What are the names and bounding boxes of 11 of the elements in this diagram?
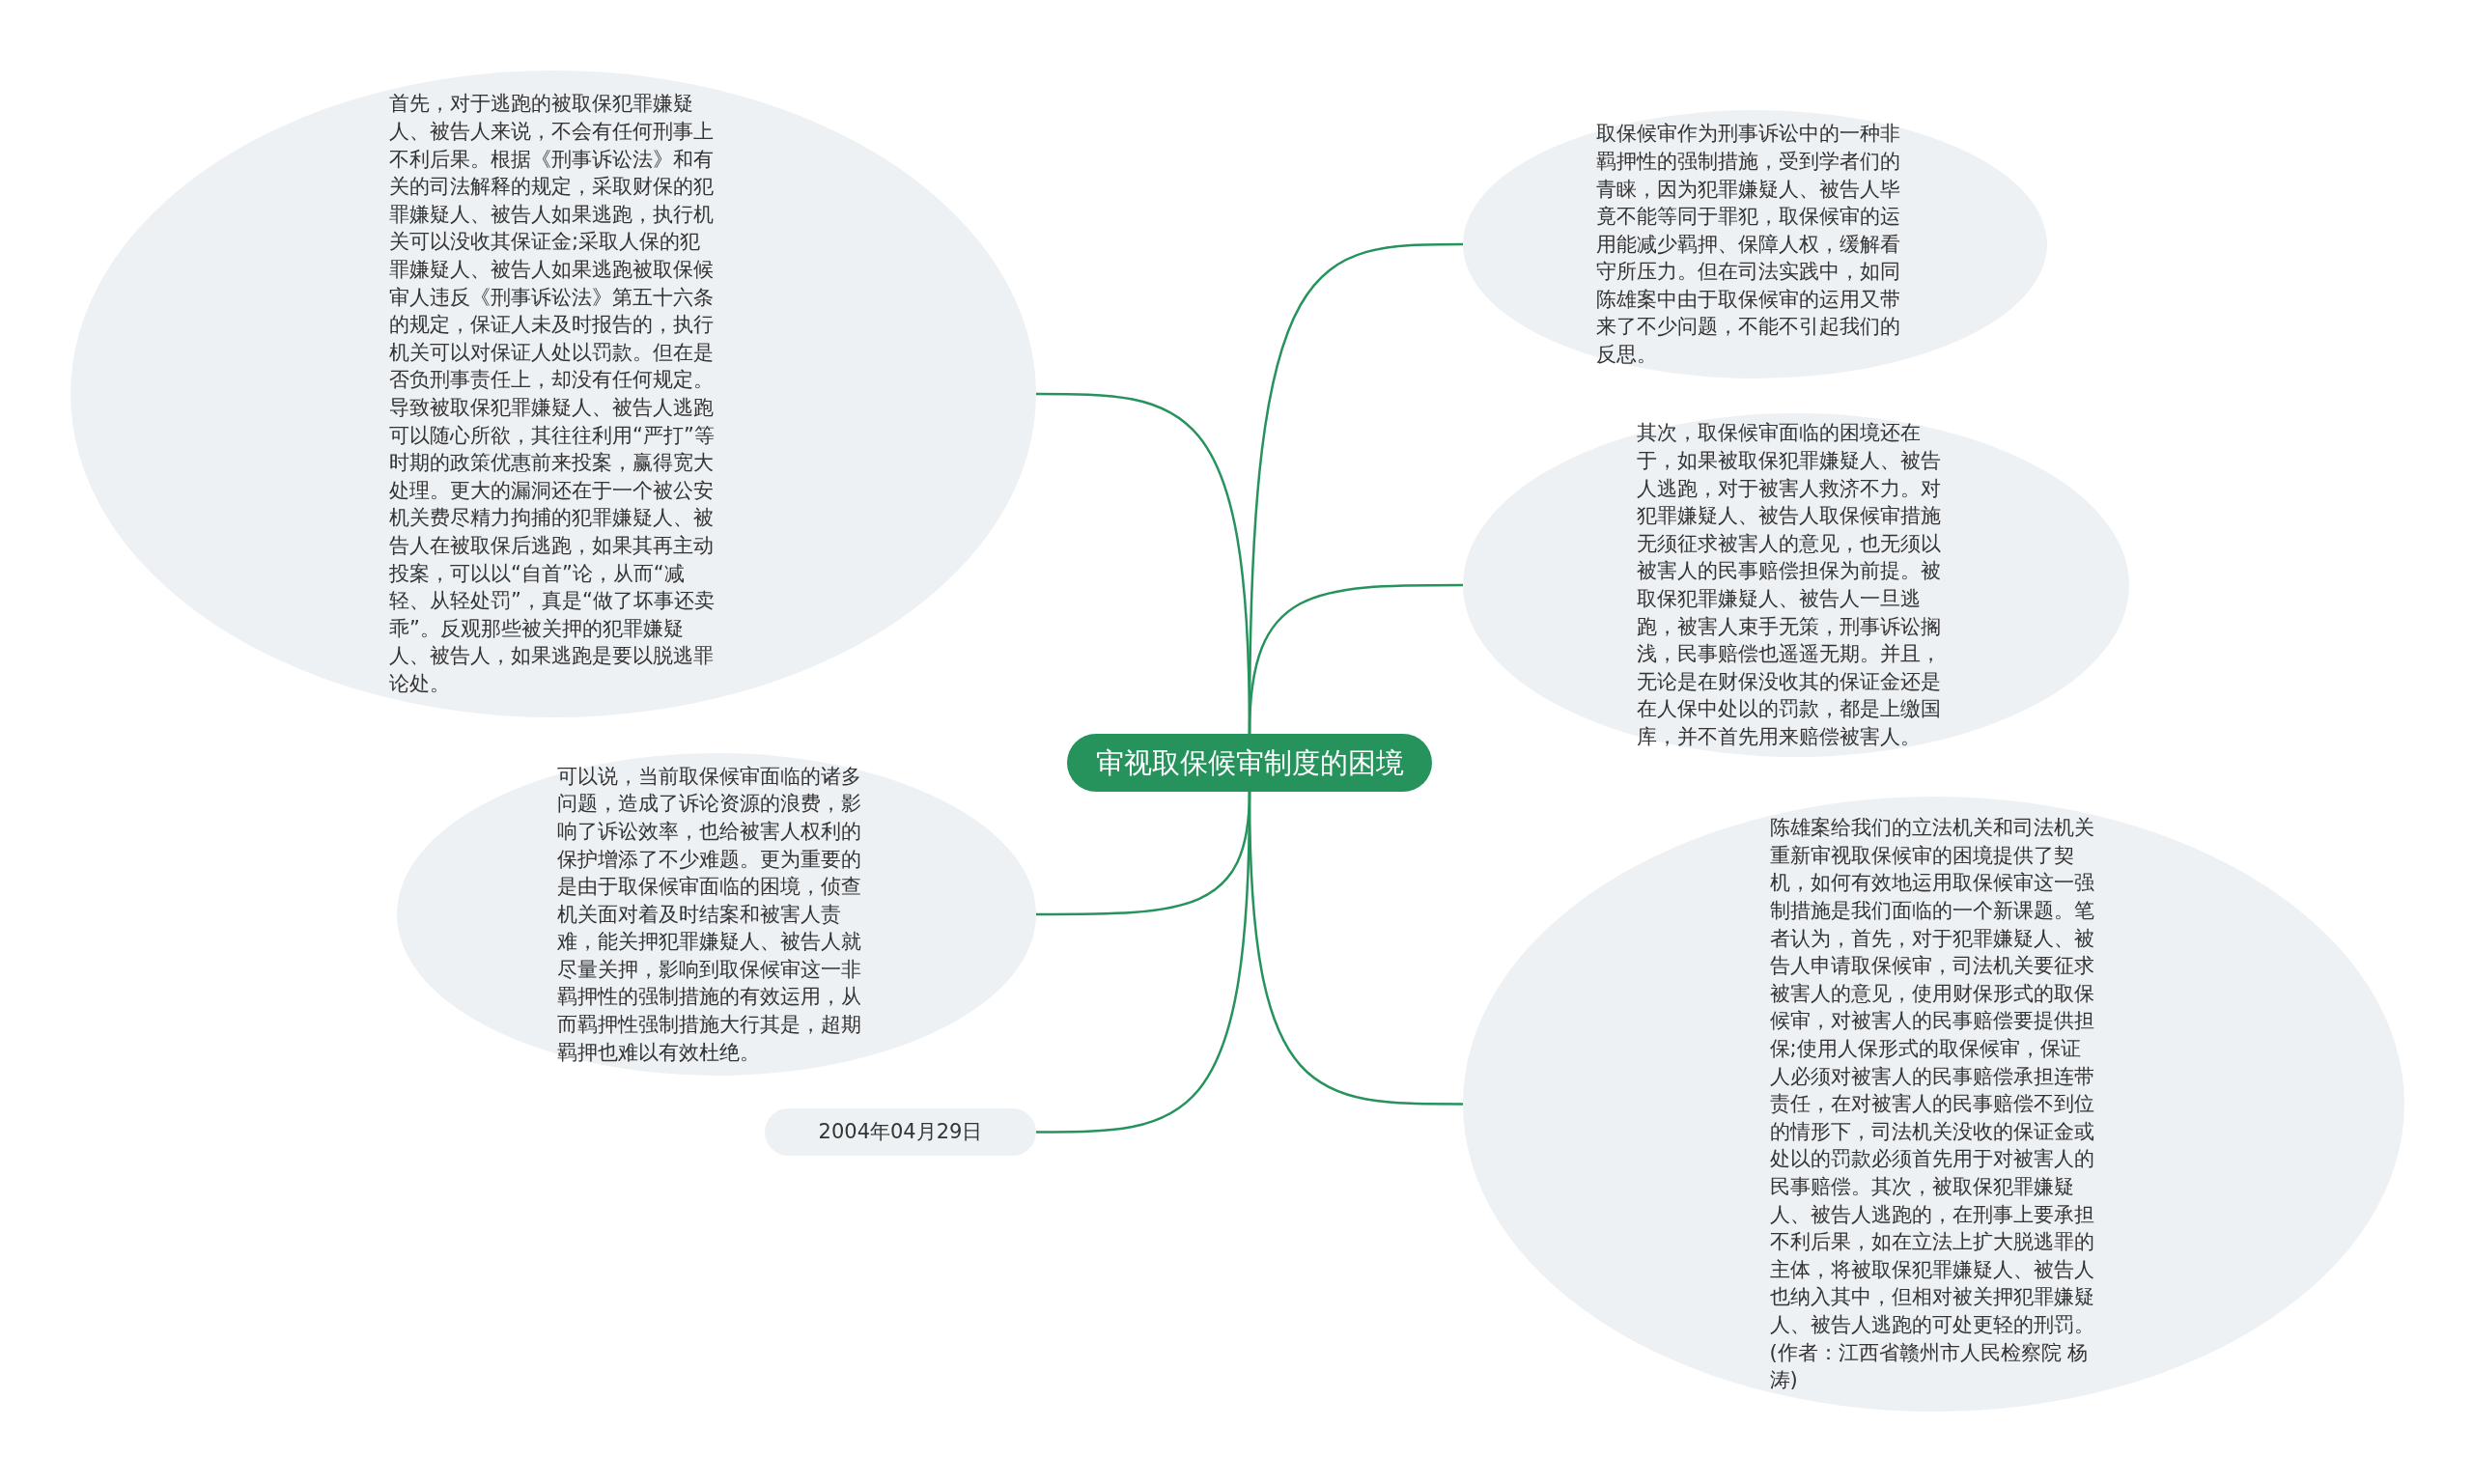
paragraph-text: 首先，对于逃跑的被取保犯罪嫌疑人、被告人来说，不会有任何刑事上不利后果。根据《刑事诉讼法》和有关的司法解释的规定，采取财保的犯罪嫌疑人、被告人如果逃跑，执行机关可以没收其保证金;采取人保的犯罪嫌疑人、被告人如果逃跑被取保候审人违反《刑事诉讼法》第五十六条的规定，保证人未及时报告的，执行机关可以对保证人处以罚款。但在是否负刑事责任上，却没有任何规定。导致被取保犯罪嫌疑人、被告人逃跑可以随心所欲，其往往利用“严打”等时期的政策优惠前来投案，赢得宽大处理。更大的漏洞还在于一个被公安机关费尽精力拘捕的犯罪嫌疑人、被告人在被取保后逃跑，如果其再主动投案，可以以“自首”论，从而“减轻、从轻处罚”，真是“做了坏事还卖乖”。反观那些被关押的犯罪嫌疑人、被告人，如果逃跑是要以脱逃罪论处。 (389, 91, 716, 697)
paragraph-text: 可以说，当前取保候审面临的诸多问题，造成了诉论资源的浪费，影响了诉讼效率，也给被害人权利的保护增添了不少难题。更为重要的是由于取保候审面临的困境，侦查机关面对着及时结案和被害人责难，能关押犯罪嫌疑人、被告人就尽量关押，影响到取保候审这一非羁押性的强制措施的有效运用，从而羁押性强制措施大行其是，超期羁押也难以有效杜绝。 (557, 763, 862, 1066)
paragraph-text: 其次，取保候审面临的困境还在于，如果被取保犯罪嫌疑人、被告人逃跑，对于被害人救济不力。对犯罪嫌疑人、被告人取保候审措施无须征求被害人的意见，也无须以被害人的民事赔偿担保为前提。被取保犯罪嫌疑人、被告人一旦逃跑，被害人束手无策，刑事诉讼搁浅，民事赔偿也遥遥无期。并且，无论是在财保没收其的保证金还是在人保中处以的罚款，都是上缴国库，并不首先用来赔偿被害人。 (1637, 420, 1942, 750)
paragraph-text: 陈雄案给我们的立法机关和司法机关重新审视取保候审的困境提供了契机，如何有效地运用取保候审这一强制措施是我们面临的一个新课题。笔者认为，首先，对于犯罪嫌疑人、被告人申请取保候审，司法机关要征求被害人的意见，使用财保形式的取保候审，对被害人的民事赔偿要提供担保;使用人保形式的取保候审，保证人必须对被害人的民事赔偿承担连带责任，在对被害人的民事赔偿不到位的情形下，司法机关没收的保证金或处以的罚款必须首先用于对被害人的民事赔偿。其次，被取保犯罪嫌疑人、被告人逃跑的，在刑事上要承担不利后果，如在立法上扩大脱逃罪的主体，将被取保犯罪嫌疑人、被告人也纳入其中，但相对被关押犯罪嫌疑人、被告人逃跑的可处更轻的刑罚。(作者：江西省赣州市人民检察院 杨涛) (1769, 815, 2095, 1394)
connector-line (1248, 583, 1463, 735)
topic-title: 审视取保候审制度的困境 (1095, 745, 1404, 780)
topic-pill (1067, 734, 1432, 792)
paragraph-text: 取保候审作为刑事诉讼中的一种非羁押性的强制措施，受到学者们的青睐，因为犯罪嫌疑人、被告人毕竟不能等同于罪犯，取保候审的运用能减少羁押、保障人权，缓解看守所压力。但在司法实践中，如同陈雄案中由于取保候审的运用又带来了不少问题，不能不引起我们的反思。 (1595, 121, 1901, 369)
connector-line (1248, 791, 1463, 1106)
source-pill (765, 1108, 1036, 1156)
date-text: 2004年04月29日 (818, 1119, 983, 1146)
